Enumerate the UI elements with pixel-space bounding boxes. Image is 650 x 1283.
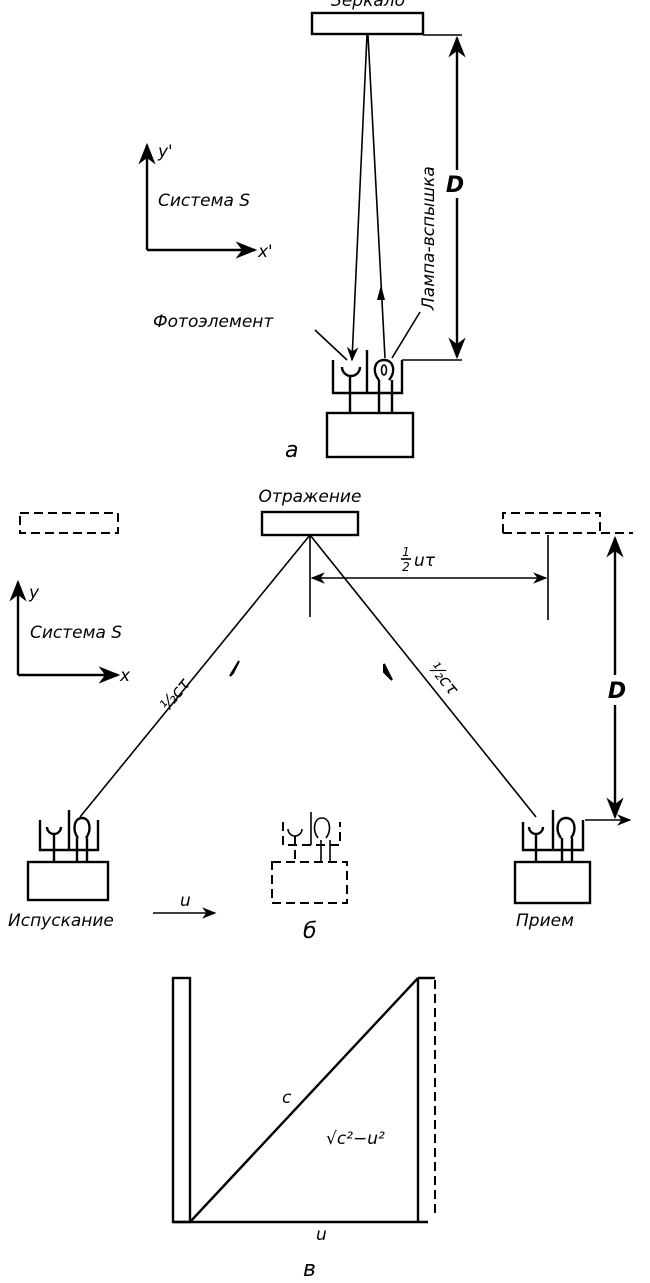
half-ct-left-label: ½cτ [156, 674, 195, 715]
distance-label: D [608, 679, 626, 704]
half-ct-right-label: ½cτ [424, 659, 463, 700]
panel-letter-b: б [303, 919, 317, 944]
ut-label: uτ [414, 551, 436, 571]
device-reception [513, 810, 592, 905]
emission-label: Испускание [8, 911, 114, 931]
beam-up [79, 534, 311, 818]
photocell-label: Фотоэлемент [153, 312, 274, 332]
mirror-label: Зеркало [331, 0, 405, 11]
vertical-bar [171, 976, 192, 1224]
panel-b: Отражение ½cτ ½cτ 1 2 uτ D y x Система S [8, 487, 633, 944]
lamp-label: Лампа-вспышка [419, 166, 439, 311]
distance-label: D [446, 173, 464, 198]
system-label: Система S [158, 191, 250, 211]
light-clock-device [325, 350, 415, 459]
vertical-label: √c²−u² [326, 1129, 385, 1149]
panel-c: c √c²−u² u в [171, 976, 436, 1282]
velocity-label: u [180, 891, 191, 911]
beam-up-arrow-icon [229, 660, 240, 677]
lamp-icon [373, 358, 395, 381]
hypotenuse-label: c [282, 1088, 292, 1108]
panel-letter-a: а [285, 438, 298, 463]
outgoing-beam [367, 34, 386, 359]
mirror [310, 11, 425, 36]
mirror-ghost-right [502, 512, 601, 533]
panel-a: Зеркало D y' x' Система S Фотоэлемент Ла… [138, 0, 466, 463]
base-label: u [316, 1225, 327, 1245]
photocell-icon [340, 366, 362, 378]
panel-letter-c: в [303, 1257, 316, 1282]
mirror-ghost-left [19, 512, 119, 534]
incoming-beam [346, 34, 368, 362]
beam-down-arrow-icon [383, 663, 393, 681]
lamp-leader [391, 311, 421, 359]
reception-label: Прием [516, 911, 574, 931]
y-axis-label: y' [157, 142, 173, 162]
up-arrow-icon [377, 285, 385, 300]
ut-fraction-num: 1 [402, 545, 410, 559]
photocell-leader [314, 329, 348, 361]
hypotenuse-line [189, 977, 419, 1223]
x-axis-label: x [119, 666, 131, 686]
reflection-label: Отражение [259, 487, 362, 507]
ut-fraction-den: 2 [402, 560, 410, 574]
y-axis-label: y [28, 583, 40, 603]
device-ghost [271, 812, 348, 904]
x-axis-label: x' [257, 242, 273, 262]
device-emission [26, 810, 110, 902]
mirror [260, 510, 360, 537]
system-label: Система S [30, 623, 122, 643]
